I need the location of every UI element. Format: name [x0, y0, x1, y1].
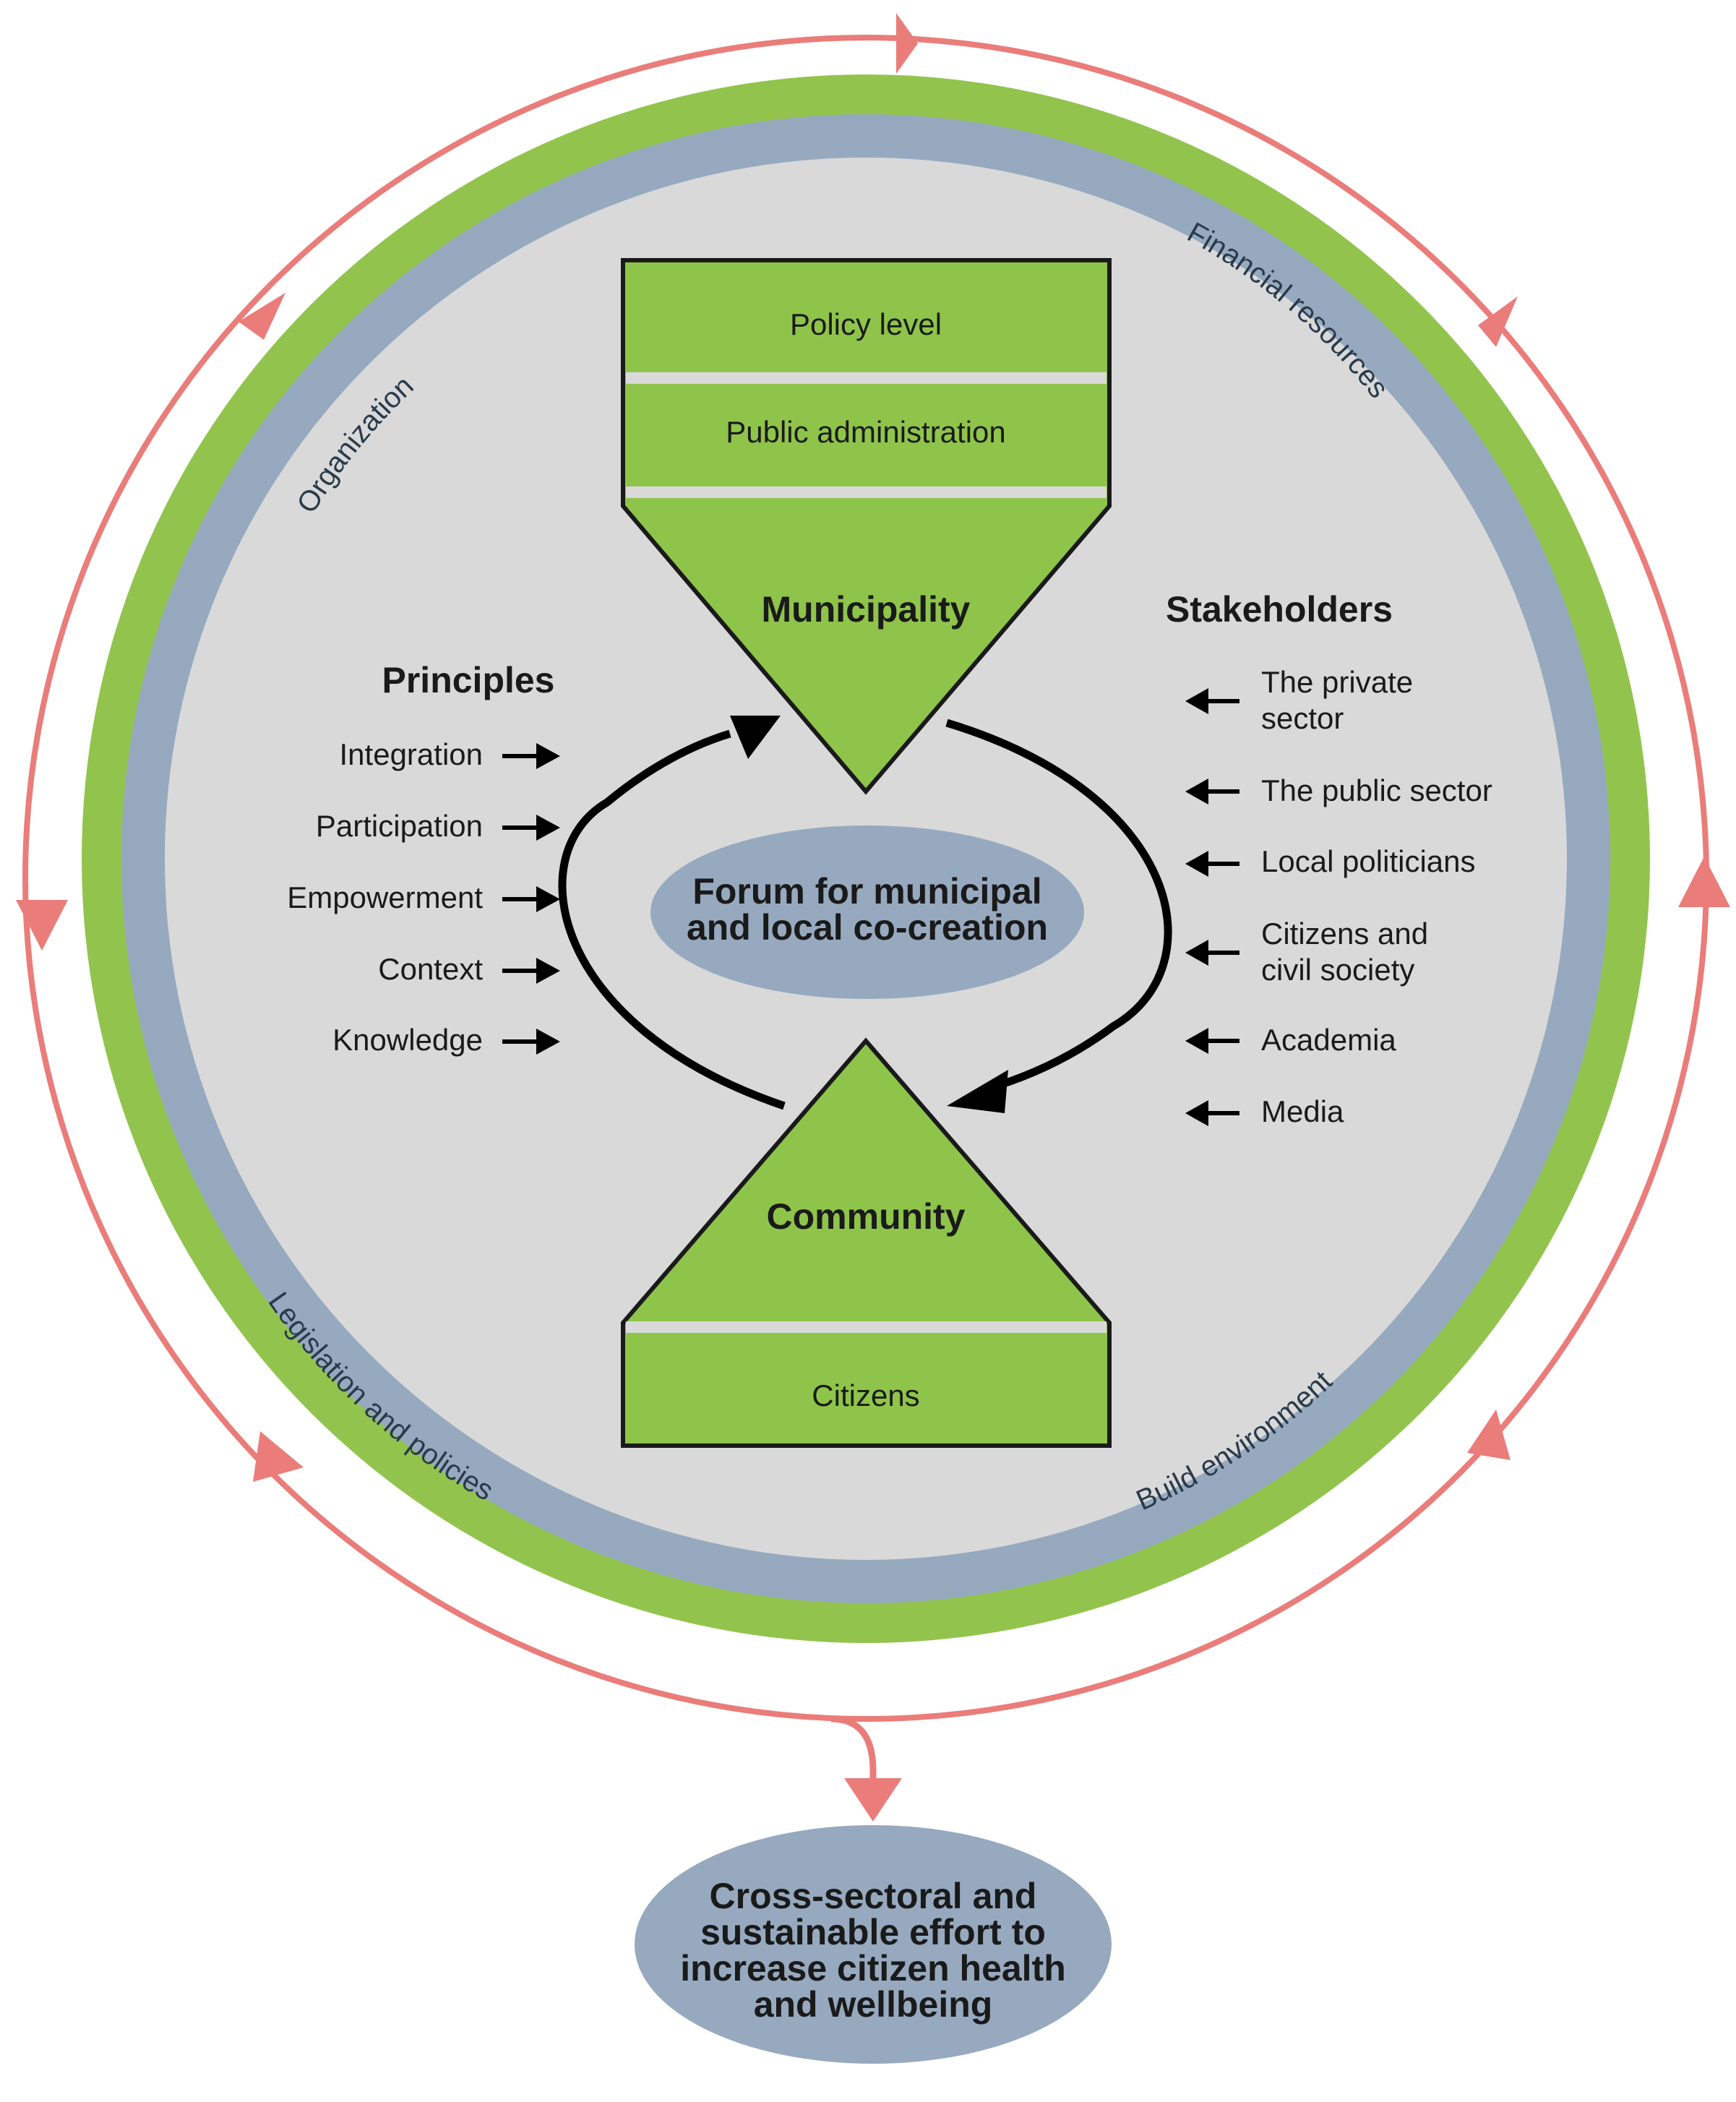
- stakeholder-citizens-and-civil-society: Citizens and: [1261, 917, 1428, 951]
- citizens-label: Citizens: [812, 1378, 919, 1412]
- stakeholder-arrow-head: [1185, 688, 1208, 714]
- municipality-divider-2: [626, 486, 1107, 498]
- stakeholder-arrow-head: [1185, 851, 1208, 877]
- community-shape: Community Citizens: [621, 1037, 1112, 1448]
- principle-knowledge: Knowledge: [332, 1023, 483, 1057]
- principle-arrow-head: [536, 958, 560, 984]
- principle-arrow-head: [536, 1029, 560, 1055]
- stakeholder-arrow-head: [1185, 1100, 1208, 1126]
- cycle-arrowhead-upper-right: [1478, 296, 1518, 347]
- principle-arrow-head: [536, 815, 560, 841]
- right-cycle-arrowhead: [947, 1070, 1008, 1113]
- principle-context: Context: [378, 952, 483, 986]
- principles-group: Principles IntegrationParticipationEmpow…: [287, 660, 560, 1057]
- cycle-arrowhead-top: [896, 13, 918, 74]
- forum-label-line2: and local co-creation: [687, 907, 1048, 948]
- municipality-outline: [621, 258, 1112, 795]
- principle-arrow-head: [536, 886, 560, 912]
- principle-arrow-head: [536, 743, 560, 769]
- municipality-divider-1: [626, 372, 1107, 384]
- right-cycle-arrow: [945, 718, 1172, 1092]
- principle-items: IntegrationParticipationEmpowermentConte…: [287, 737, 560, 1057]
- community-divider: [626, 1321, 1107, 1333]
- stakeholder-the-public-sector: The public sector: [1261, 773, 1492, 807]
- outcome-ellipse: [635, 1825, 1112, 2064]
- cycle-arrowhead-right: [1678, 857, 1730, 907]
- stakeholder-academia: Academia: [1261, 1023, 1396, 1057]
- stakeholder-arrow-head: [1185, 778, 1208, 805]
- principle-participation: Participation: [316, 809, 483, 843]
- principles-title: Principles: [382, 660, 555, 700]
- outcome-line-3: increase citizen health: [680, 1948, 1066, 1989]
- cycle-arrowhead-lower-left: [253, 1431, 304, 1482]
- stakeholder-the-private-sector-line2: sector: [1261, 701, 1344, 735]
- outcome-connector: [830, 1715, 902, 1822]
- stakeholder-local-politicians: Local politicians: [1261, 844, 1476, 878]
- municipality-title: Municipality: [762, 589, 971, 630]
- forum-cycle-arrows: [558, 716, 1172, 1113]
- community-outline: [621, 1037, 1112, 1448]
- policy-level-label: Policy level: [790, 307, 942, 341]
- municipality-shape: Policy level Public administration Munic…: [621, 258, 1112, 795]
- stakeholder-citizens-and-civil-society-line2: civil society: [1261, 953, 1414, 987]
- principle-empowerment: Empowerment: [287, 880, 483, 914]
- forum-label-line1: Forum for municipal: [692, 871, 1041, 911]
- community-title: Community: [767, 1196, 966, 1237]
- outcome-line-4: and wellbeing: [754, 1984, 993, 2025]
- cycle-arrowhead-lower-right: [1467, 1410, 1511, 1460]
- stakeholder-the-private-sector: The private: [1261, 665, 1413, 699]
- forum-ellipse: [650, 825, 1084, 999]
- outer-cycle: [16, 13, 1730, 1722]
- public-administration-label: Public administration: [726, 415, 1006, 449]
- cycle-arrowhead-upper-left: [239, 293, 285, 340]
- outcome-line-1: Cross-sectoral and: [710, 1876, 1037, 1916]
- cycle-arrowhead-left: [16, 900, 68, 951]
- forum: Forum for municipal and local co-creatio…: [650, 825, 1084, 999]
- stakeholders-title: Stakeholders: [1166, 589, 1393, 630]
- stakeholder-media: Media: [1261, 1094, 1344, 1128]
- principle-integration: Integration: [340, 737, 483, 771]
- outcome: Cross-sectoral and sustainable effort to…: [635, 1825, 1112, 2064]
- outcome-line-2: sustainable effort to: [700, 1912, 1046, 1952]
- outcome-connector-arrowhead: [844, 1778, 902, 1822]
- stakeholder-arrow-head: [1185, 1028, 1208, 1054]
- left-cycle-arrow: [558, 729, 786, 1110]
- stakeholder-arrow-head: [1185, 940, 1208, 966]
- left-cycle-arrowhead: [730, 716, 781, 759]
- outcome-connector-line: [830, 1715, 877, 1785]
